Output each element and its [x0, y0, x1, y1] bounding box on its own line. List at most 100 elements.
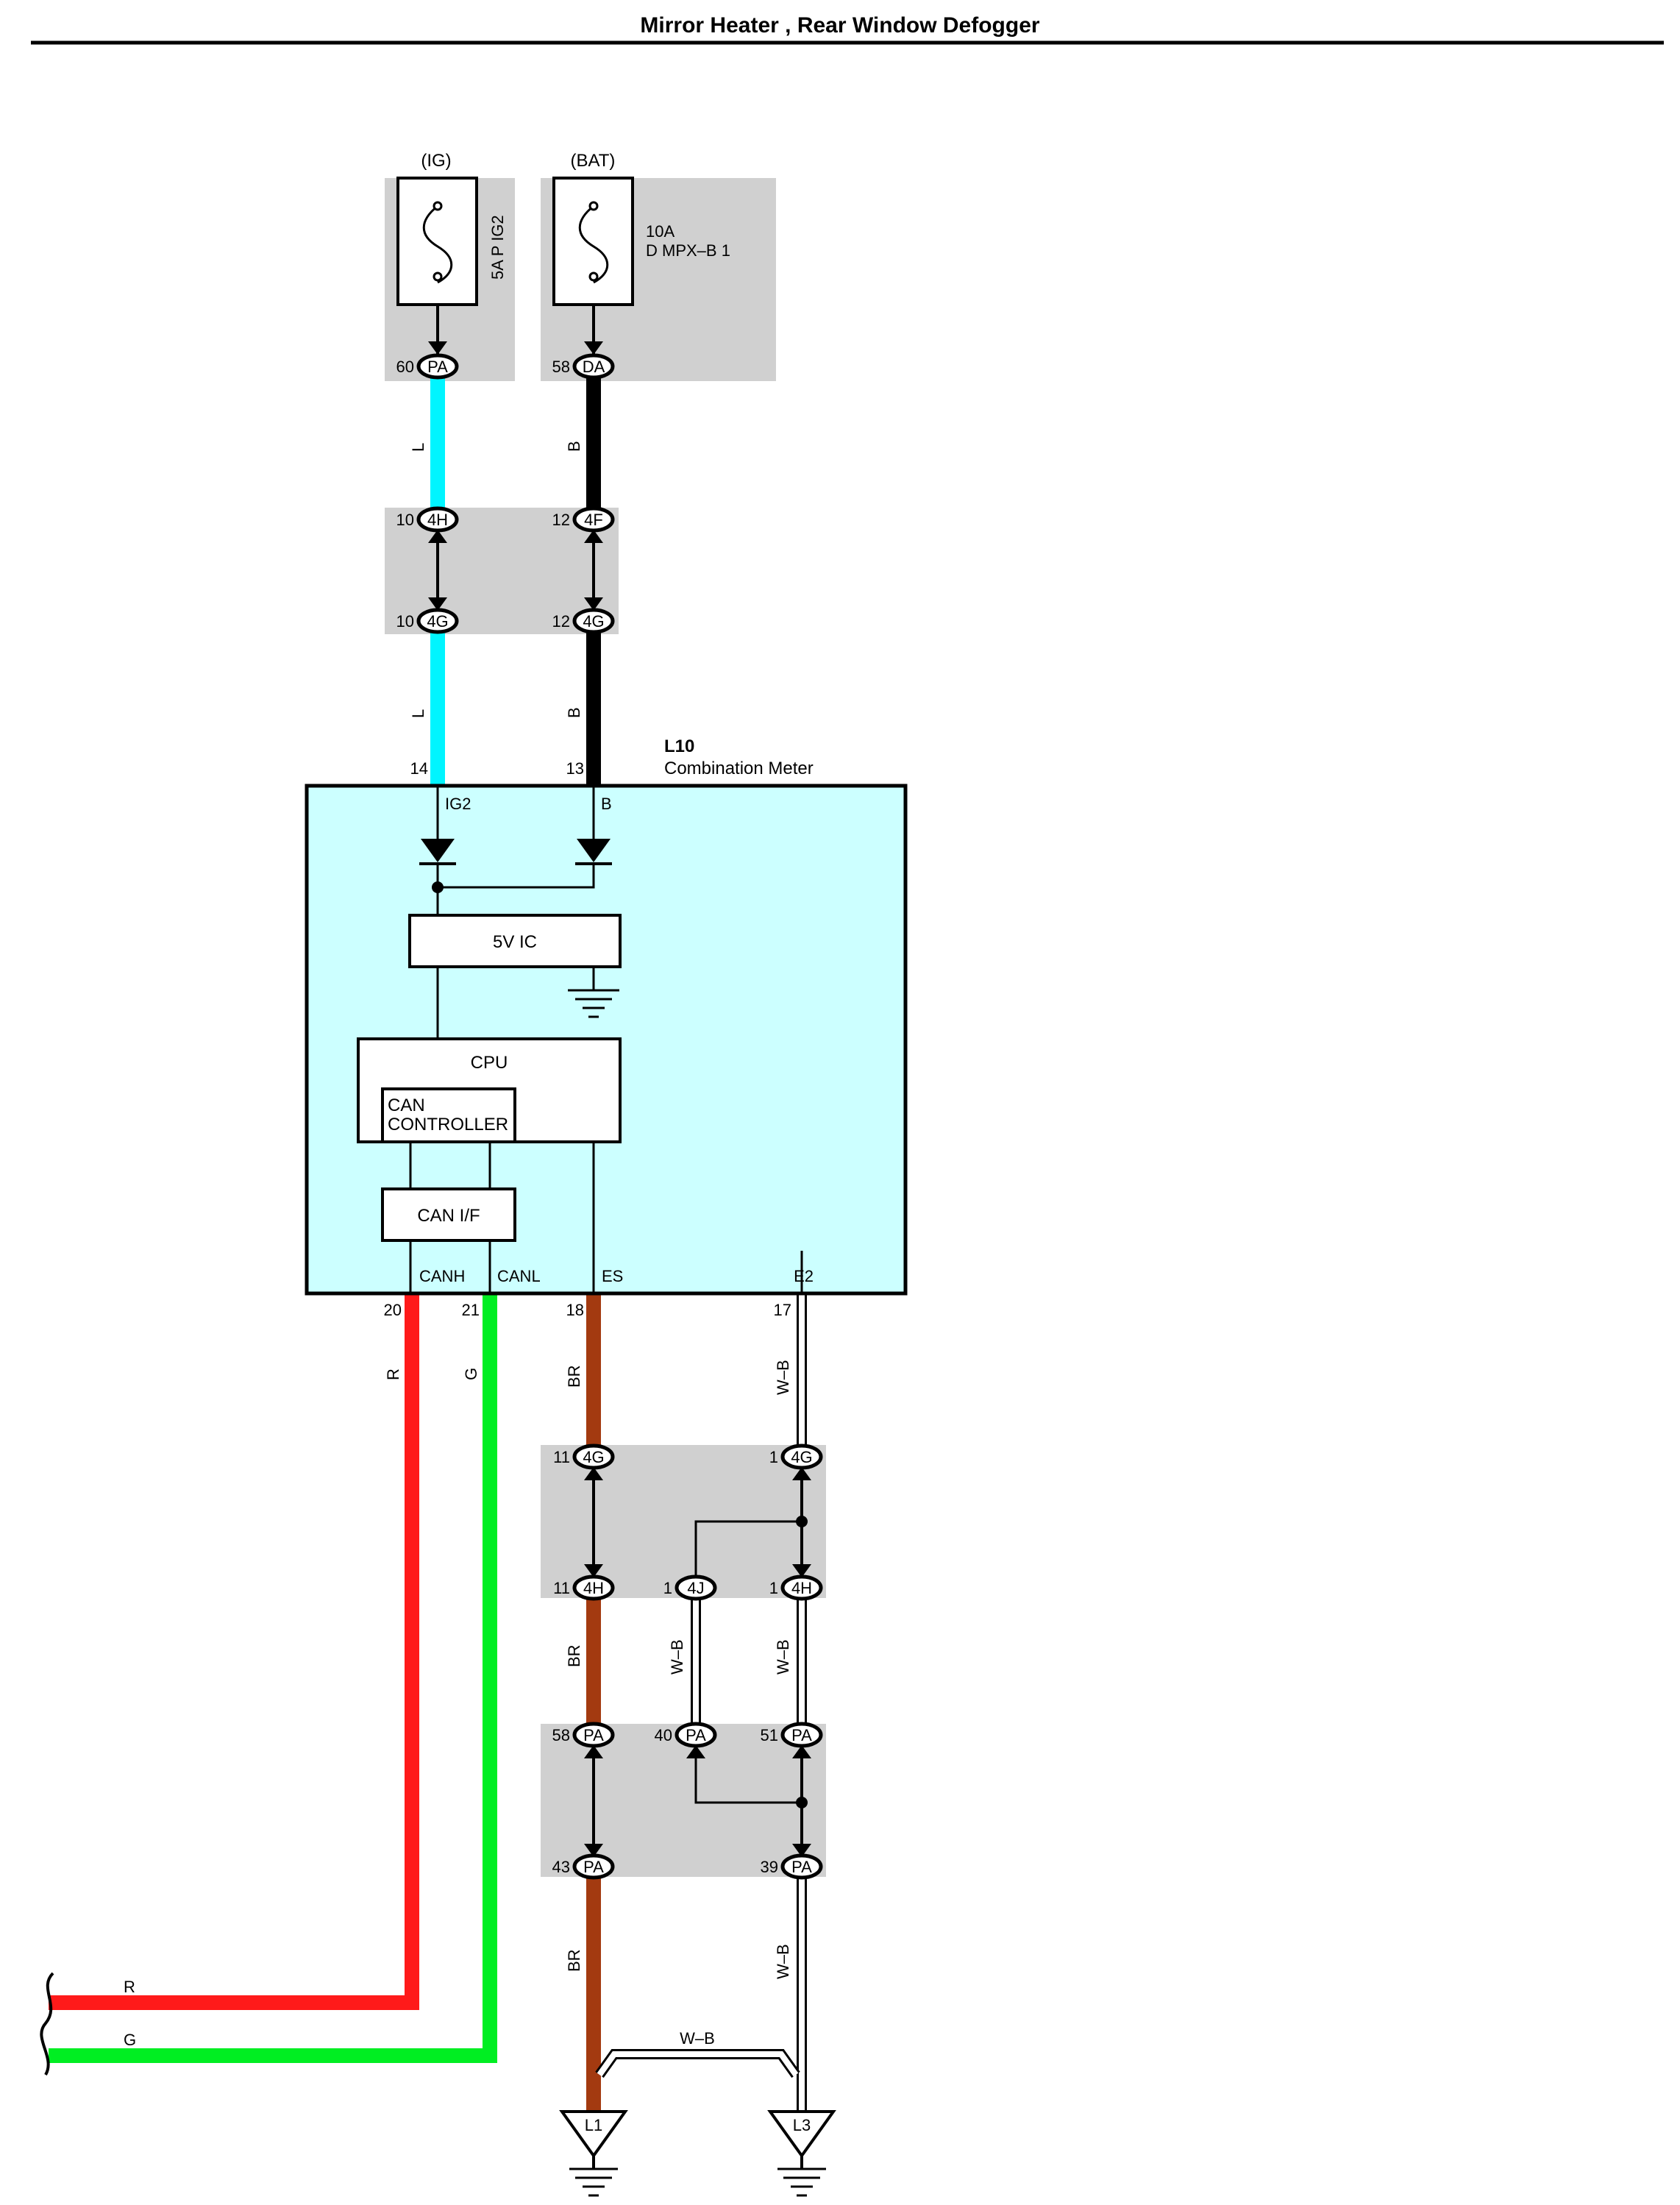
- bat-source-label: (BAT): [571, 151, 616, 171]
- can-controller-label-1: CAN: [388, 1096, 425, 1115]
- connector-c-ig: PA 60: [396, 353, 459, 380]
- wire-g: [49, 1293, 497, 2063]
- wire-label-wb5: W–B: [680, 2029, 715, 2048]
- wire-label-g: G: [462, 1368, 480, 1380]
- ic-5v-label: 5V IC: [493, 932, 537, 952]
- ground-l3-label: L3: [793, 2116, 811, 2134]
- connector-c-4g-l: 4G 10: [396, 608, 459, 634]
- connector-code: PA: [791, 1858, 812, 1876]
- connector-code: 4F: [584, 511, 603, 529]
- connector-pin-number: 58: [552, 358, 570, 376]
- connector-c-pa43: PA 43: [552, 1853, 615, 1880]
- connector-code: 4G: [427, 612, 448, 631]
- terminal-b: B: [601, 795, 612, 813]
- pin-13: 13: [566, 759, 584, 778]
- wire-label-br1: BR: [565, 1365, 583, 1388]
- connector-pin-number: 10: [396, 511, 414, 529]
- can-controller-label-2: CONTROLLER: [388, 1115, 508, 1135]
- ig-fuse: [396, 177, 478, 306]
- connector-c-4h-top: 4H 10: [396, 506, 459, 533]
- connector-pin-number: 12: [552, 612, 570, 631]
- connector-pin-number: 12: [552, 511, 570, 529]
- wire-label-b1: B: [565, 441, 583, 452]
- connector-code: 4H: [427, 511, 448, 529]
- connector-pin-number: 60: [396, 358, 414, 376]
- connector-pin-number: 58: [552, 1726, 570, 1744]
- connector-code: 4G: [583, 1448, 604, 1466]
- wire-label-br2: BR: [565, 1644, 583, 1667]
- wire-label-br3: BR: [565, 1949, 583, 1972]
- connector-code: 4H: [583, 1579, 604, 1597]
- terminal-canh: CANH: [419, 1267, 465, 1285]
- can-if-label: CAN I/F: [417, 1206, 480, 1226]
- terminal-canl: CANL: [497, 1267, 541, 1285]
- mating-arrows-4g4h: [584, 1467, 811, 1577]
- can-controller-block: [381, 1087, 516, 1143]
- bat-fuse-name: D MPX–B 1: [646, 241, 730, 260]
- junction-band-pa: [541, 1724, 826, 1877]
- wire-label-b2: B: [565, 707, 583, 718]
- bat-fuse-rating: 10A: [646, 222, 675, 241]
- terminal-es: ES: [602, 1267, 623, 1285]
- connector-c-pa39: PA 39: [761, 1853, 823, 1880]
- meter-id: L10: [664, 736, 694, 756]
- connector-code: PA: [583, 1858, 604, 1876]
- ground-l3-icon: [767, 2110, 836, 2197]
- connector-code: 4J: [687, 1579, 704, 1597]
- connector-c-pa58: PA 58: [552, 1722, 615, 1748]
- terminal-ig2: IG2: [445, 795, 471, 813]
- terminal-e2: E2: [794, 1267, 814, 1285]
- pin-18: 18: [566, 1301, 584, 1319]
- cpu-label: CPU: [471, 1053, 508, 1073]
- connector-code: PA: [686, 1726, 706, 1744]
- connector-pin-number: 51: [761, 1726, 778, 1744]
- connector-pin-number: 1: [769, 1448, 778, 1466]
- ic-ground-icon: [568, 967, 619, 1018]
- wire-label-l1: L: [409, 443, 427, 452]
- connector-code: 4H: [791, 1579, 812, 1597]
- meter-name: Combination Meter: [664, 759, 814, 778]
- diagram-title: Mirror Heater , Rear Window Defogger: [640, 13, 1039, 38]
- connector-pin-number: 11: [553, 1579, 570, 1597]
- connector-c-4h-br: 4H 11: [553, 1574, 615, 1601]
- wire-wb-cross: [595, 2049, 800, 2078]
- connector-c-4j: 4J1: [663, 1574, 717, 1601]
- wire-label-wb3: W–B: [774, 1639, 792, 1675]
- ground-l1-label: L1: [585, 2116, 602, 2134]
- mating-arrows-top: [428, 530, 603, 611]
- ground-l1-icon: [559, 2110, 628, 2197]
- pin-21: 21: [462, 1301, 480, 1319]
- pin-20: 20: [384, 1301, 402, 1319]
- connector-pin-number: 1: [769, 1579, 778, 1597]
- connector-c-4h-wb: 4H 1: [769, 1574, 823, 1601]
- connector-c-4g-wb: 4G 1: [769, 1444, 823, 1470]
- pin-17: 17: [774, 1301, 791, 1319]
- diode-circuit: [419, 786, 612, 915]
- connector-code: 4G: [791, 1448, 812, 1466]
- connector-pin-number: 39: [761, 1858, 778, 1876]
- ig-fuse-name: 5A P IG2: [488, 215, 507, 280]
- connector-code: PA: [583, 1726, 604, 1744]
- mating-arrows-pa: [584, 1745, 811, 1857]
- connector-code: 4G: [583, 612, 604, 631]
- ic-5v-block: [408, 914, 622, 968]
- can-if-block: [381, 1187, 516, 1242]
- wire-end-label-r: R: [124, 1978, 135, 1996]
- connector-c-pa51: PA 51: [761, 1722, 823, 1748]
- wire-label-r: R: [384, 1368, 402, 1380]
- wire-r: [49, 1293, 419, 2010]
- connector-pin-number: 11: [553, 1448, 570, 1466]
- connector-c-4f: 4F 12: [552, 506, 615, 533]
- connector-pin-number: 43: [552, 1858, 570, 1876]
- wire-break-icon: [40, 1972, 54, 2076]
- bat-fuse: [552, 177, 634, 306]
- connector-code: PA: [791, 1726, 812, 1744]
- connector-code: PA: [427, 358, 448, 376]
- connector-pin-number: 10: [396, 612, 414, 631]
- wire-end-label-g: G: [124, 2031, 136, 2049]
- wire-label-wb4: W–B: [774, 1944, 792, 1979]
- wire-label-l2: L: [409, 709, 427, 718]
